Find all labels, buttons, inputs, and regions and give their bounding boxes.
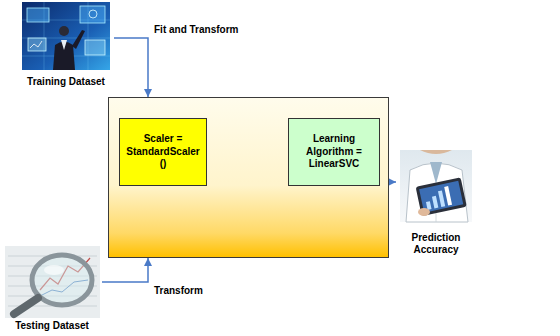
picture-caption: Prediction Accuracy [396, 232, 476, 256]
process-box: Learning Algorithm = LinearSVC [288, 118, 380, 186]
prediction-picture [400, 150, 472, 222]
flow-arrow [114, 38, 148, 97]
result-picture: Prediction Accuracy [396, 150, 476, 256]
box-text: Scaler = StandardScaler () [125, 133, 201, 171]
flow-arrow [389, 181, 396, 183]
training-picture [22, 2, 110, 70]
box-text: Learning Algorithm = LinearSVC [294, 133, 374, 171]
testing-picture [5, 246, 100, 318]
edge-label: Transform [152, 285, 205, 297]
picture-caption: Training Dataset [18, 76, 114, 88]
flow-arrow [102, 258, 148, 282]
dataset-picture: Testing Dataset [2, 246, 102, 332]
edge-label: Fit and Transform [152, 24, 240, 36]
process-box: Scaler = StandardScaler () [119, 118, 207, 186]
pipeline-box: Scaler = StandardScaler () Learning Algor… [108, 97, 389, 258]
picture-caption: Testing Dataset [2, 320, 102, 332]
dataset-picture: Training Dataset [18, 2, 114, 88]
